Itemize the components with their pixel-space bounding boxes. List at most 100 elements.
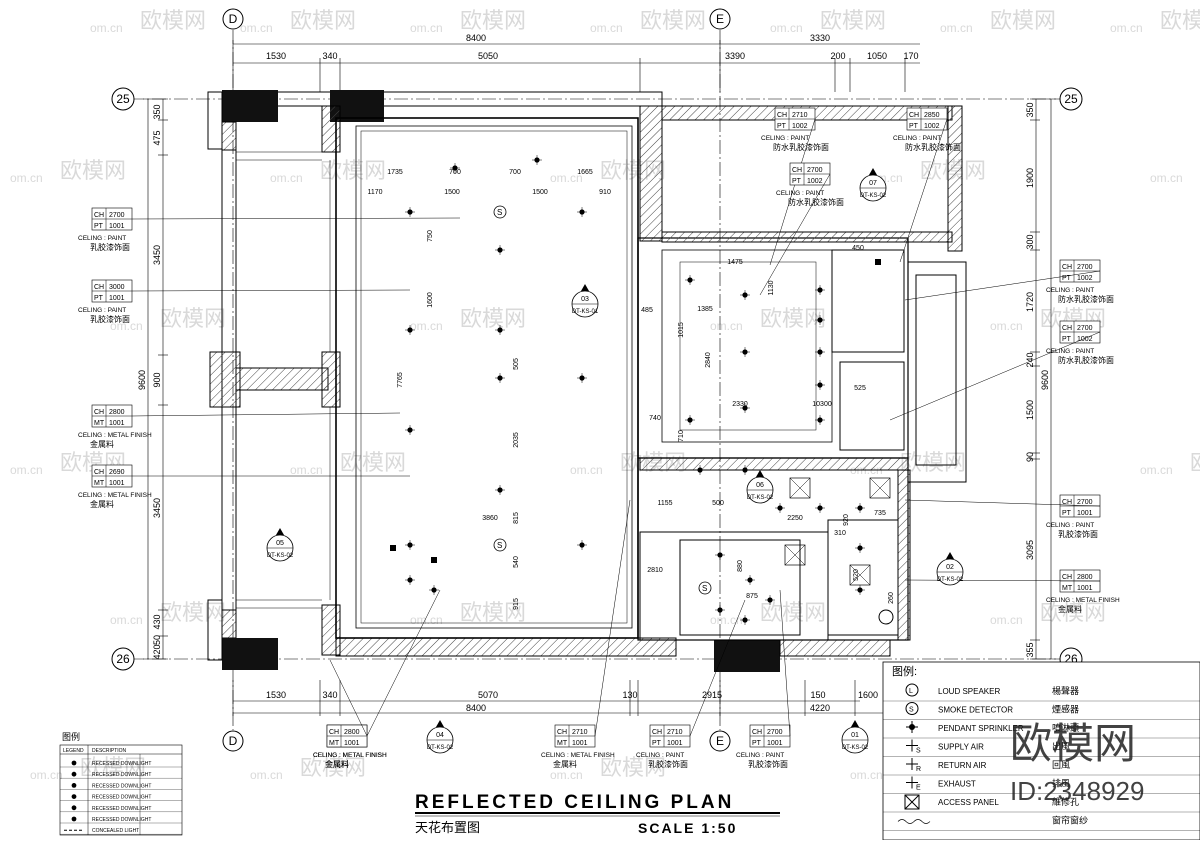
tag-num: 1001: [1077, 510, 1093, 517]
legend-left-row: RECESSED DOWNLIGHT: [60, 816, 182, 824]
dim-right: 1900: [1025, 168, 1035, 188]
watermark-domain: om.cn: [240, 21, 273, 35]
interior-dim: 1500: [444, 189, 460, 196]
dim-top-overall: 8400: [466, 33, 486, 43]
dim-bottom-seg: 1600: [858, 690, 878, 700]
legend-right-en: RETURN AIR: [938, 761, 987, 770]
interior-dim: 1155: [657, 500, 672, 507]
interior-dim: 1015: [678, 322, 685, 338]
access-panel-icon: [789, 477, 811, 499]
legend-left-item: RECESSED DOWNLIGHT: [92, 761, 151, 767]
legend-right-en: LOUD SPEAKER: [938, 687, 1000, 696]
tag-code: MT: [557, 740, 568, 747]
downlight-icon: [71, 760, 77, 766]
tag-height: 2700: [1077, 499, 1093, 506]
dim-top-right-overall: 3330: [810, 33, 830, 43]
watermark-domain: om.cn: [90, 21, 123, 35]
tag-height: 2710: [572, 729, 588, 736]
top-dimension-lines: [232, 40, 920, 92]
tag-height: 2710: [667, 729, 683, 736]
interior-dim: 1600: [427, 292, 434, 308]
tag-code: PT: [94, 223, 104, 230]
dim-right: 355: [1025, 642, 1035, 657]
access-panel-icon: [784, 544, 806, 566]
access-panel-icon: [849, 564, 871, 586]
section-ref: DT-KS-02: [267, 553, 294, 559]
tag-num: 1001: [109, 223, 125, 230]
smoke-detector-icon: [493, 538, 507, 552]
watermark-domain: om.cn: [250, 768, 283, 782]
dim-top-seg: 200: [830, 51, 845, 61]
watermark-domain: om.cn: [770, 21, 803, 35]
tag-num: 1002: [792, 123, 808, 130]
tag-num: 1001: [572, 740, 588, 747]
dim-left: 350: [152, 104, 162, 119]
watermark-domain: om.cn: [550, 768, 583, 782]
grid-label-e-top: E: [716, 12, 724, 26]
dim-top-seg: 1050: [867, 51, 887, 61]
tag-num: 1001: [344, 740, 360, 747]
legend-left: 图例 LEGEND DESCRIPTION RECESSED DOWNLIGHT…: [59, 731, 183, 836]
curtain-icon: 窗帘窗纱: [883, 815, 1200, 831]
tag-ch: CH: [94, 409, 104, 416]
smoke-detector-icon: [493, 205, 507, 219]
section-number: 04: [436, 732, 444, 739]
interior-dim: 1735: [387, 169, 403, 176]
tag-desc: CELING : PAINT: [78, 235, 126, 242]
dim-bottom-seg: 340: [322, 690, 337, 700]
tag-ch: CH: [752, 729, 762, 736]
interior-dim: 2035: [513, 432, 520, 448]
dim-top-seg: 3390: [725, 51, 745, 61]
tag-cn: 金属料: [325, 759, 349, 769]
tag-cn: 金属料: [90, 499, 114, 509]
interior-dim: 815: [513, 512, 520, 524]
interior-dim: 310: [834, 530, 846, 537]
legend-left-row: RECESSED DOWNLIGHT: [60, 805, 182, 812]
tag-desc: CELING : METAL FINISH: [78, 492, 152, 499]
interior-dim: 710: [678, 430, 685, 442]
legend-left-row: RECESSED DOWNLIGHT: [60, 771, 182, 779]
tag-ch: CH: [1062, 574, 1072, 581]
dim-bottom-seg: 2915: [702, 690, 722, 700]
bottom-dimension-lines: [232, 680, 990, 716]
tag-height: 2800: [109, 409, 125, 416]
interior-dim: 2330: [732, 401, 748, 408]
interior-dim: 7765: [397, 372, 404, 388]
interior-dim: 700: [449, 169, 461, 176]
tag-num: 1001: [1077, 585, 1093, 592]
watermark-text: 欧模网: [60, 159, 126, 184]
tag-cn: 金属料: [325, 759, 349, 769]
drawing-subtitle: 天花布置图: [415, 820, 480, 835]
dim-bottom-overall: 8400: [466, 703, 486, 713]
tag-desc: CELING : PAINT: [761, 135, 809, 142]
dim-right: 350: [1025, 102, 1035, 117]
tag-num: 1001: [109, 480, 125, 487]
interior-dim: 1665: [577, 169, 593, 176]
downlight-icon: [71, 816, 77, 822]
dim-right: 1500: [1025, 400, 1035, 420]
tag-code: PT: [1062, 275, 1072, 282]
watermark-domain: om.cn: [710, 319, 743, 333]
tag-cn: 乳胶漆饰面: [90, 314, 130, 324]
legend-right-cn: 噴淋頭: [1052, 722, 1079, 733]
tag-desc: CELING : PAINT: [736, 752, 784, 759]
dim-right: 300: [1025, 234, 1035, 249]
tag-height: 3000: [109, 284, 125, 291]
watermark-domain: om.cn: [1150, 171, 1183, 185]
legend-left-row: RECESSED DOWNLIGHT: [60, 783, 182, 790]
interior-dim: 920: [843, 514, 850, 526]
section-ref: DT-KS-02: [937, 577, 964, 583]
dim-bottom-seg: 5070: [478, 690, 498, 700]
walls: [207, 90, 967, 672]
